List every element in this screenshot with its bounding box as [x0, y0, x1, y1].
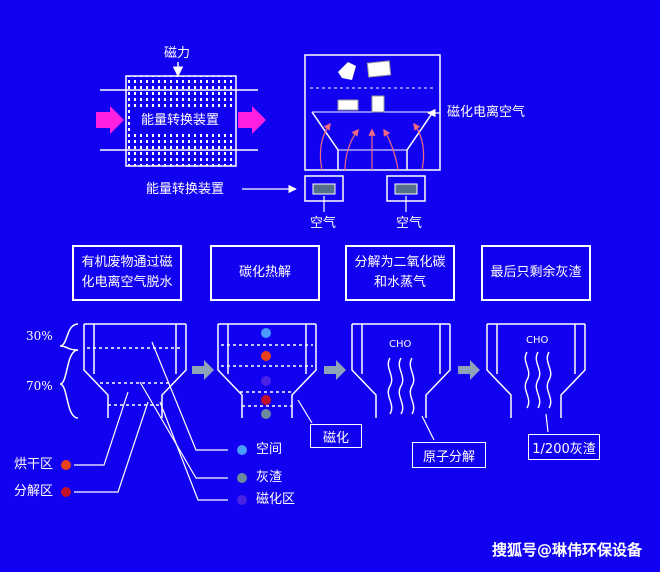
magnetized-air-label: 磁化电离空气 [447, 105, 526, 120]
vessel-1 [83, 323, 187, 418]
energy-device-label: 能量转换装置 [146, 182, 225, 197]
percent-lower: 70% [26, 379, 53, 393]
waste-items-icon [337, 60, 392, 113]
stage-text-dehydration: 有机废物通过磁化电离空气脱水 [81, 255, 173, 290]
percent-bracket [59, 323, 79, 419]
percent-upper: 30% [26, 329, 53, 343]
legend-space-dot [237, 445, 247, 455]
stage-box-ash: 最后只剩余灰渣 [481, 245, 591, 301]
legend-magnetize-dot [237, 495, 247, 505]
drying-zone-dot [61, 460, 71, 470]
callout-atomic: 原子分解 [412, 442, 486, 468]
air-label-right: 空气 [396, 216, 423, 231]
energy-conversion-device [100, 62, 258, 167]
stage-box-pyrolysis: 碳化热解 [210, 245, 320, 301]
wavy-gas-lines-3 [387, 357, 415, 415]
watermark: 搜狐号@琳伟环保设备 [491, 541, 642, 559]
dot-ash [261, 409, 271, 419]
flow-arrow-2 [324, 360, 346, 380]
air-label-left: 空气 [310, 216, 337, 231]
leader-lines [74, 341, 549, 501]
magnetic-force-label: 磁力 [164, 46, 191, 61]
legend-ash-label: 灰渣 [256, 470, 283, 485]
cho-label-4: CHO [526, 335, 549, 346]
decomposition-zone-label: 分解区 [14, 484, 54, 499]
magenta-arrow-in [96, 106, 124, 134]
dot-magnetize [261, 376, 271, 386]
air-inlet-right [386, 175, 426, 212]
decomposition-zone-dot [61, 487, 71, 497]
stage-box-decompose: 分解为二氧化碳和水蒸气 [345, 245, 455, 301]
flow-arrow-3 [458, 360, 480, 380]
stage-text-ash: 最后只剩余灰渣 [490, 265, 582, 280]
flow-arrow-1 [192, 360, 214, 380]
stage-text-pyrolysis: 碳化热解 [238, 265, 291, 280]
legend-ash-dot [237, 473, 247, 483]
wavy-gas-lines-4 [524, 351, 552, 409]
dot-dark-red [261, 395, 271, 405]
vessel-2 [217, 323, 317, 418]
air-inlet-left [304, 175, 344, 212]
heat-flow-arrows [319, 122, 425, 171]
stage-box-dehydration: 有机废物通过磁化电离空气脱水 [72, 245, 182, 301]
stage-text-decompose: 分解为二氧化碳和水蒸气 [354, 255, 446, 290]
cho-label-3: CHO [389, 339, 412, 350]
drying-zone-label: 烘干区 [14, 457, 54, 472]
vessel-4 [486, 323, 586, 418]
dot-space [261, 328, 271, 338]
magenta-arrow-out [238, 106, 266, 134]
vessel-3 [351, 323, 451, 418]
energy-device-inner-label: 能量转换装置 [141, 113, 220, 128]
legend-space-label: 空间 [256, 442, 283, 457]
legend-magnetize-label: 磁化区 [256, 492, 296, 507]
callout-ash: 1/200灰渣 [528, 434, 600, 460]
callout-magnetize: 磁化 [310, 424, 362, 448]
dot-red [261, 351, 271, 361]
